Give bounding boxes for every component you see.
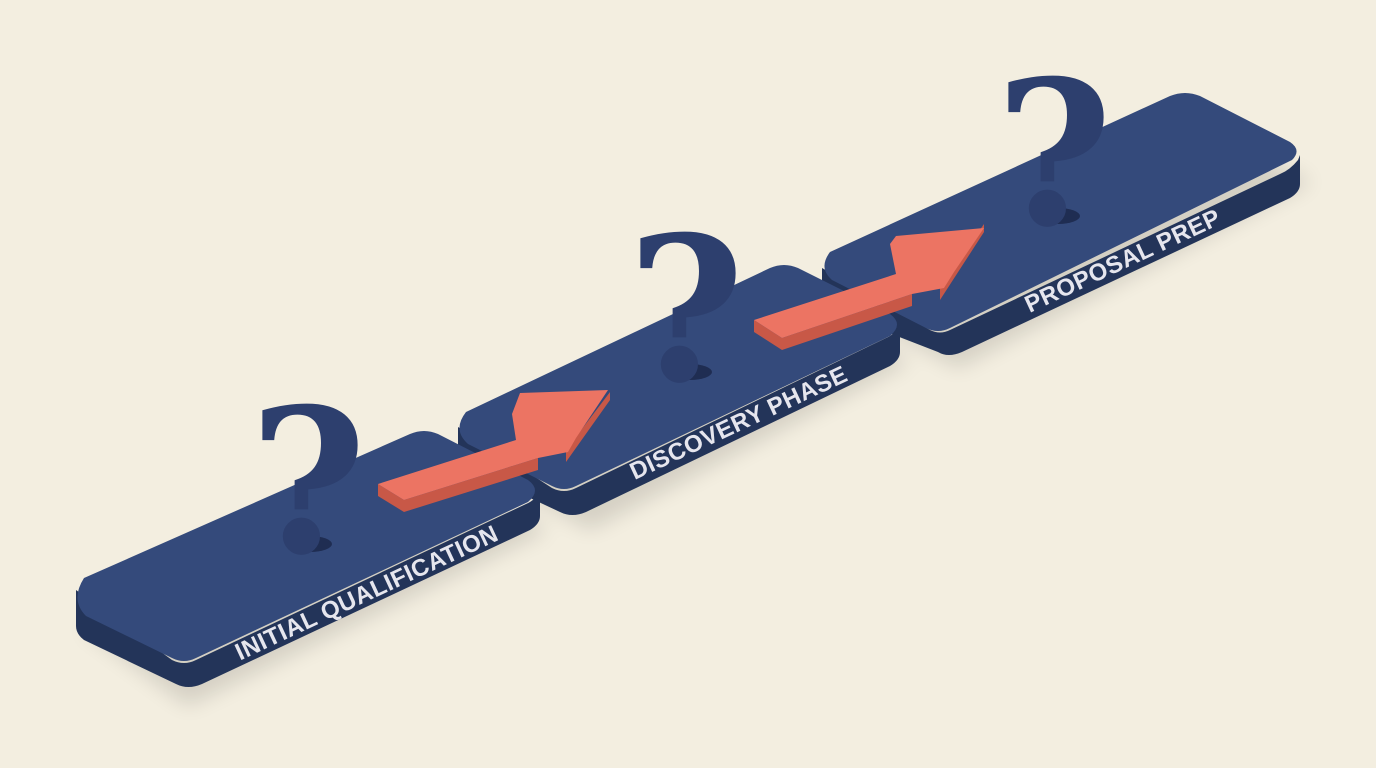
svg-text:?: ?	[249, 365, 366, 600]
arrow-right-icon	[754, 224, 984, 350]
question-mark-icon: ?	[995, 37, 1112, 272]
svg-text:?: ?	[627, 193, 744, 428]
question-mark-icon: ?	[627, 193, 744, 428]
svg-text:?: ?	[995, 37, 1112, 272]
arrow-right-icon	[378, 390, 610, 512]
question-mark-icon: ?	[249, 365, 366, 600]
